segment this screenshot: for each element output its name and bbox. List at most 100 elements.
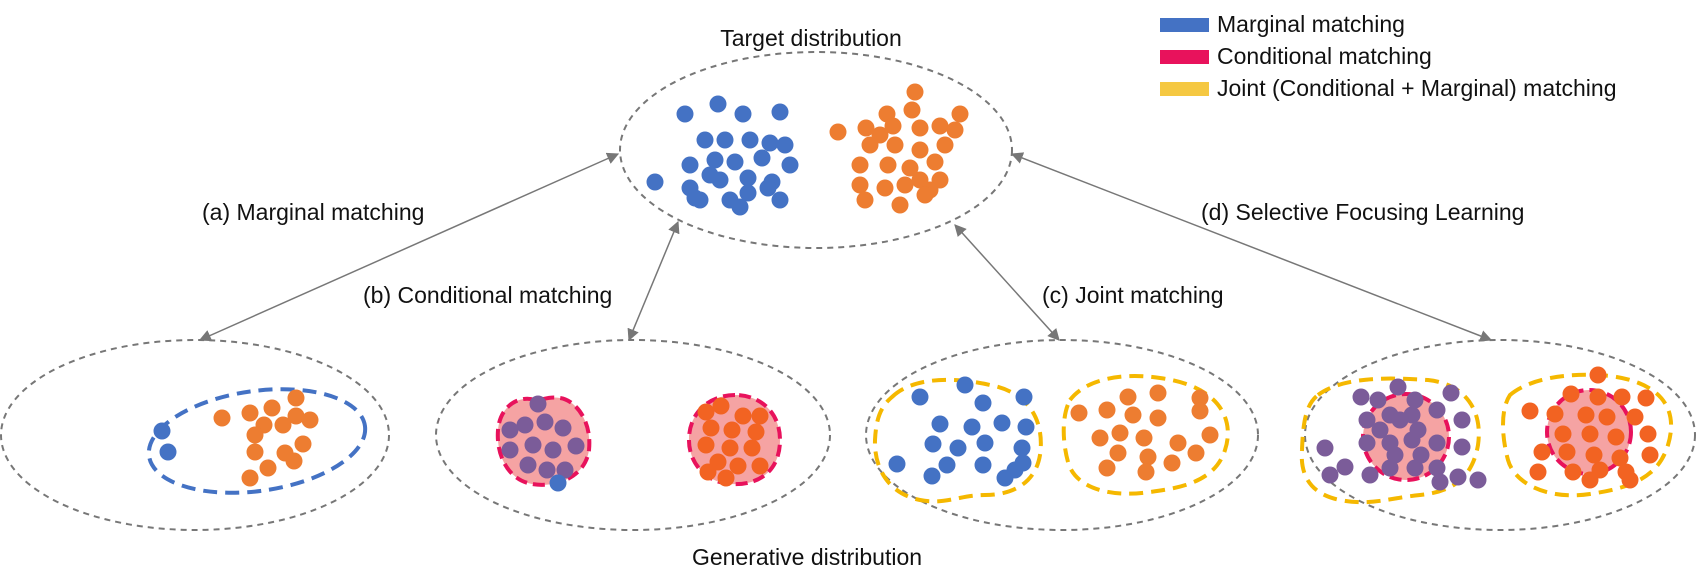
panel-b-purple-point <box>501 441 519 459</box>
panel-c-blue-point <box>956 376 974 394</box>
panel-d-purple-point <box>1412 446 1430 464</box>
target-orange-point <box>856 191 874 209</box>
panel-b-orange-point <box>699 463 717 481</box>
panel-c-blue-point <box>911 388 929 406</box>
panel-b-orange-point <box>747 423 765 441</box>
panel-d-orange-point <box>1626 408 1644 426</box>
target-orange-point <box>903 101 921 119</box>
target-blue-point <box>731 198 749 216</box>
panel-b-orange-point <box>702 419 720 437</box>
target-blue-point <box>686 189 704 207</box>
panel-c-blue-point <box>923 467 941 485</box>
panel-d-orange-point <box>1611 449 1629 467</box>
panel-b-purple-point <box>536 413 554 431</box>
panel-c-orange-point <box>1163 454 1181 472</box>
panel-d-orange-point <box>1641 446 1659 464</box>
panel-d-orange-point <box>1589 366 1607 384</box>
panel-b-orange-point <box>697 403 715 421</box>
panel-d-ellipse <box>1304 339 1696 531</box>
panel-c-blue-point <box>938 456 956 474</box>
panel-a-blue-point <box>153 422 171 440</box>
target-blue-point <box>701 166 719 184</box>
panel-c-orange-point <box>1109 444 1127 462</box>
target-orange-point <box>911 119 929 137</box>
panel-d-blue-point <box>1381 459 1399 477</box>
panel-c-orange-point <box>1149 409 1167 427</box>
panel-d-blue-point <box>1358 411 1376 429</box>
panel-d-purple-point <box>1386 446 1404 464</box>
panel-d-orange-point <box>1589 388 1607 406</box>
panel-d-blue-point <box>1428 459 1446 477</box>
target-orange-point <box>911 141 929 159</box>
panel-d-purple-point <box>1371 421 1389 439</box>
panel-c-blue-point <box>888 455 906 473</box>
panel-b-purple-point <box>524 436 542 454</box>
label-c-joint: (c) Joint matching <box>1042 282 1224 308</box>
panel-c-orange-point <box>1135 429 1153 447</box>
target-orange-point <box>896 176 914 194</box>
target-blue-point <box>716 131 734 149</box>
panel-a-orange-point <box>246 426 264 444</box>
panel-a-orange-point <box>259 459 277 477</box>
panel-a-orange-point <box>241 404 259 422</box>
target-blue-point <box>739 169 757 187</box>
panel-a-orange-point <box>285 452 303 470</box>
panel-d-blue-point <box>1453 411 1471 429</box>
target-orange-point <box>891 196 909 214</box>
target-orange-point <box>829 123 847 141</box>
panel-d-blue-point <box>1361 466 1379 484</box>
target-orange-point <box>906 83 924 101</box>
label-a-marginal: (a) Marginal matching <box>202 199 425 225</box>
target-blue-point <box>739 184 757 202</box>
panel-b-orange-point <box>712 397 730 415</box>
panel-d-blue-point <box>1453 438 1471 456</box>
panel-d-blue-point <box>1316 439 1334 457</box>
panel-c-blue-point <box>1014 454 1032 472</box>
panel-a-orange-point <box>213 409 231 427</box>
panel-c-orange-point <box>1191 402 1209 420</box>
panel-d-orange-point <box>1607 428 1625 446</box>
panel-d-purple-point <box>1406 391 1424 409</box>
target-blue-point <box>696 131 714 149</box>
panel-d-blue-point <box>1336 458 1354 476</box>
panel-b-purple-point <box>556 461 574 479</box>
panel-c-blue-point <box>924 435 942 453</box>
legend-swatch-marginal <box>1160 17 1209 32</box>
panel-b-purple-point <box>538 461 556 479</box>
legend-label-conditional: Conditional matching <box>1217 43 1432 69</box>
panel-c-blue-point <box>996 469 1014 487</box>
panel-c-orange-point <box>1139 448 1157 466</box>
target-orange-point <box>901 159 919 177</box>
panel-a-orange-point <box>287 389 305 407</box>
panel-b-orange-point <box>743 439 761 457</box>
panel-a-marginal-outline <box>146 387 368 495</box>
target-blue-point <box>676 105 694 123</box>
arrow-b <box>627 220 680 342</box>
panel-d-orange-point <box>1558 443 1576 461</box>
panel-a-orange-point <box>301 411 319 429</box>
target-blue-point <box>706 151 724 169</box>
panel-d-orange-point <box>1577 406 1595 424</box>
target-orange-point <box>936 136 954 154</box>
panel-d-blue-point <box>1449 468 1467 486</box>
panel-d-orange-point <box>1521 402 1539 420</box>
target-blue-point <box>681 156 699 174</box>
target-orange-point <box>851 156 869 174</box>
panel-c-orange-point <box>1119 388 1137 406</box>
arrow-d <box>1010 152 1493 342</box>
target-orange-point <box>871 126 889 144</box>
panel-c-orange-point <box>1124 406 1142 424</box>
target-orange-point <box>946 121 964 139</box>
panel-c-blue-point <box>931 415 949 433</box>
panel-a-orange-point <box>287 407 305 425</box>
legend-label-joint: Joint (Conditional + Marginal) matching <box>1217 75 1617 101</box>
target-blue-point <box>709 95 727 113</box>
target-blue-point <box>753 149 771 167</box>
panel-b-orange-point <box>721 439 739 457</box>
target-blue-point <box>741 131 759 149</box>
panel-a-orange-point <box>246 443 264 461</box>
panel-a-orange-point <box>263 399 281 417</box>
panel-d-orange-point <box>1533 443 1551 461</box>
panel-c-orange-point <box>1098 401 1116 419</box>
